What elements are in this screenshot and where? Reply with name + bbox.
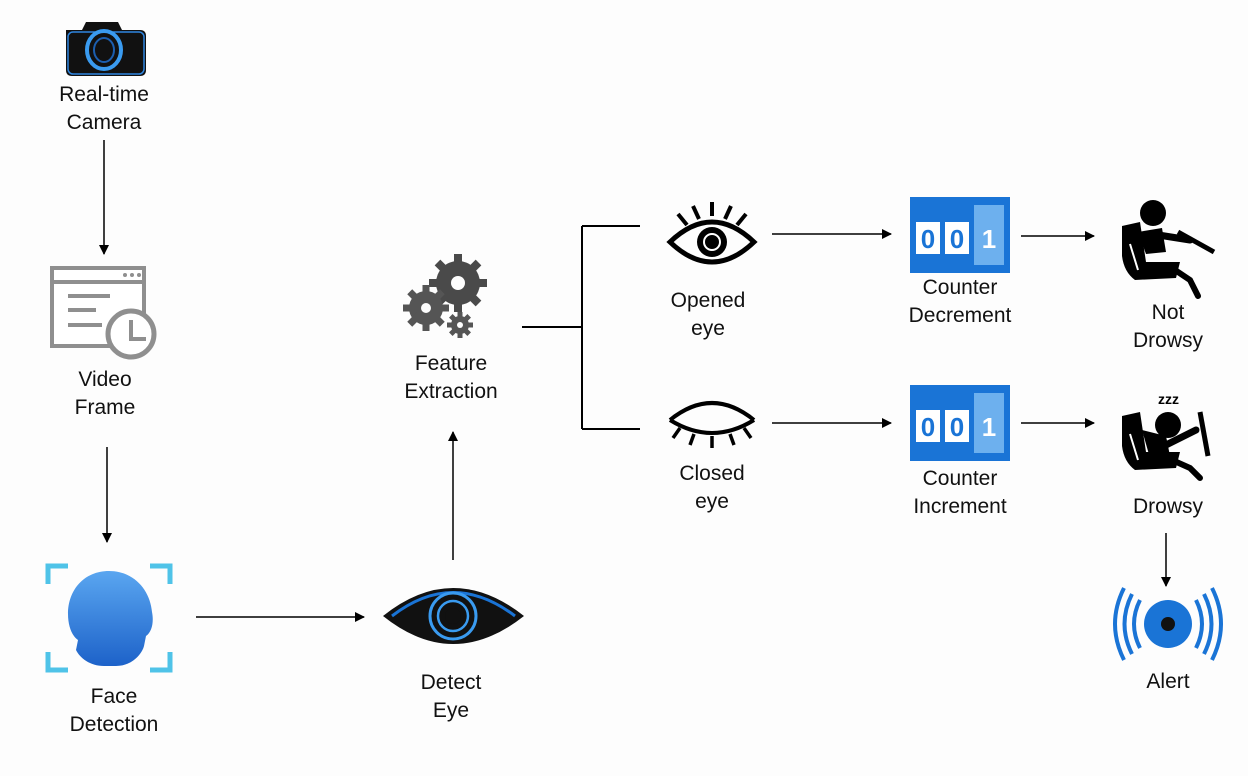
counter-decrement-digit-3: 1: [982, 224, 996, 254]
label-camera: Real-time Camera: [44, 81, 164, 137]
label-closed-line2: eye: [695, 490, 729, 513]
counter-increment-digit-1: 0: [921, 412, 935, 442]
label-alert: Alert: [1108, 668, 1228, 696]
label-notdrowsy-line2: Drowsy: [1132, 329, 1203, 352]
counter-increment-icon: 0 0 1: [910, 385, 1010, 461]
label-detect-line1: Detect: [420, 671, 482, 694]
counter-decrement-digit-1: 0: [921, 224, 935, 254]
alert-icon: [1113, 587, 1223, 661]
label-counter-decrement: Counter Decrement: [885, 274, 1035, 330]
label-notdrowsy-line1: Not: [1151, 301, 1185, 324]
label-dec-line2: Decrement: [908, 304, 1012, 327]
label-opened-eye: Opened eye: [648, 287, 768, 343]
driver-awake-icon: [1122, 200, 1216, 299]
label-counter-increment: Counter Increment: [885, 465, 1035, 521]
video-frame-icon: [50, 266, 157, 360]
label-inc-line1: Counter: [922, 467, 998, 490]
label-video-frame: Video Frame: [45, 366, 165, 422]
label-face-detection: Face Detection: [44, 683, 184, 739]
label-camera-line2: Camera: [66, 111, 142, 134]
counter-decrement-icon: 0 0 1: [910, 197, 1010, 273]
label-opened-line1: Opened: [670, 289, 746, 312]
driver-drowsy-icon: zzz: [1122, 391, 1211, 481]
label-video-line2: Frame: [74, 396, 136, 419]
counter-increment-digit-3: 1: [982, 412, 996, 442]
label-dec-line1: Counter: [922, 276, 998, 299]
detect-eye-icon: [383, 588, 524, 644]
label-feature-line2: Extraction: [404, 380, 498, 403]
label-closed-eye: Closed eye: [652, 460, 772, 516]
label-detect-line2: Eye: [432, 699, 470, 722]
branch-connector: [522, 225, 640, 430]
label-inc-line2: Increment: [913, 495, 1007, 518]
label-feature-line1: Feature: [414, 352, 488, 375]
label-detect-eye: Detect Eye: [391, 669, 511, 725]
face-detection-icon: [45, 563, 173, 673]
label-face-line2: Detection: [69, 713, 159, 736]
label-opened-line2: eye: [691, 317, 725, 340]
label-face-line1: Face: [90, 685, 138, 708]
label-alert-line1: Alert: [1146, 670, 1190, 693]
closed-eye-icon: [668, 401, 756, 448]
zzz-text: zzz: [1158, 391, 1179, 407]
label-camera-line1: Real-time: [59, 83, 149, 106]
counter-increment-digit-2: 0: [950, 412, 964, 442]
label-drowsy-line1: Drowsy: [1132, 495, 1203, 518]
label-closed-line1: Closed: [679, 462, 745, 485]
label-feature-extraction: Feature Extraction: [381, 350, 521, 406]
camera-icon: [66, 22, 146, 76]
counter-decrement-digit-2: 0: [950, 224, 964, 254]
label-drowsy: Drowsy: [1108, 493, 1228, 521]
label-not-drowsy: Not Drowsy: [1108, 299, 1228, 355]
gears-icon: [403, 254, 487, 338]
opened-eye-icon: [666, 202, 758, 265]
label-video-line1: Video: [78, 368, 132, 391]
